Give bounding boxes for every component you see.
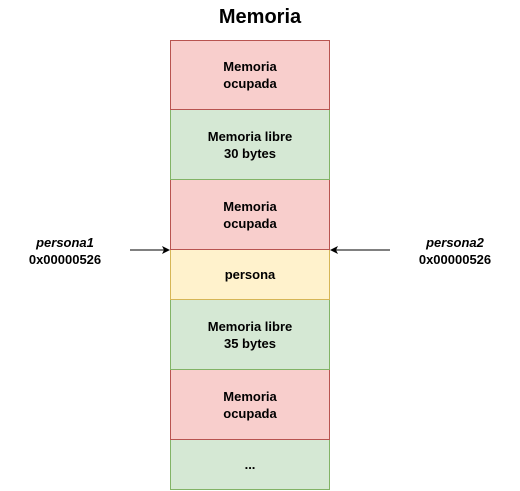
pointer-address-right: 0x00000526 bbox=[418, 252, 492, 267]
memory-block-occupied-2: Memoria ocupada bbox=[170, 180, 330, 250]
memory-block-free-35: Memoria libre 35 bytes bbox=[170, 300, 330, 370]
pointer-name-left: persona1 bbox=[36, 235, 94, 250]
memory-stack: Memoria ocupada Memoria libre 30 bytes M… bbox=[170, 40, 330, 490]
memory-block-occupied-3: Memoria ocupada bbox=[170, 370, 330, 440]
diagram-title: Memoria bbox=[218, 6, 302, 28]
memory-block-free-30: Memoria libre 30 bytes bbox=[170, 110, 330, 180]
pointer-label-left: persona1 0x00000526 bbox=[5, 234, 125, 268]
memory-block-ellipsis: ... bbox=[170, 440, 330, 490]
pointer-name-right: persona2 bbox=[426, 235, 484, 250]
pointer-label-right: persona2 0x00000526 bbox=[395, 234, 515, 268]
memory-block-occupied-1: Memoria ocupada bbox=[170, 40, 330, 110]
pointer-address-left: 0x00000526 bbox=[28, 252, 102, 267]
memory-block-persona: persona bbox=[170, 250, 330, 300]
